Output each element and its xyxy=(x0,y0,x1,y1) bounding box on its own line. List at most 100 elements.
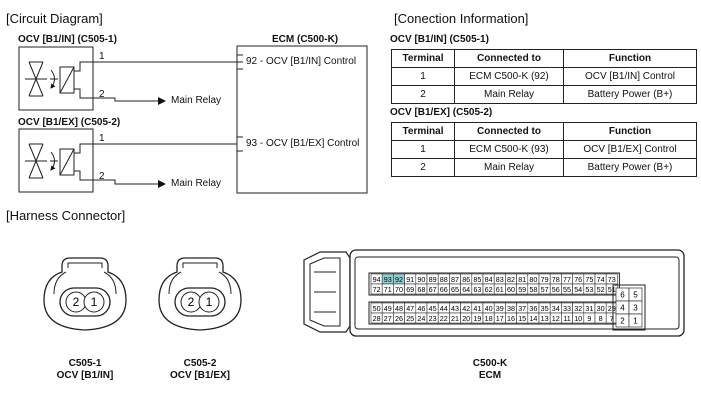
ecm-pin-label: 11 xyxy=(563,314,570,323)
ecm-pin-label: 84 xyxy=(485,275,493,284)
cell-function: OCV [B1/IN] Control xyxy=(563,67,697,86)
ecm-pin-label: 18 xyxy=(485,314,493,323)
ecm-pin-label: 50 xyxy=(373,304,381,313)
ecm-pin-label: 87 xyxy=(451,275,459,284)
ecm-pin-label: 21 xyxy=(451,314,459,323)
c505-1-code: C505-1 xyxy=(68,358,102,369)
ecm-pin-label: 74 xyxy=(597,275,605,284)
header-function: Function xyxy=(563,122,697,141)
table-row: 1 ECM C500-K (92) OCV [B1/IN] Control xyxy=(391,67,697,86)
connection-section-title: [Conection Information] xyxy=(394,11,529,26)
c500-k-caption: C500-K ECM xyxy=(440,358,540,382)
ecm-pin92-label: 92 - OCV [B1/IN] Control xyxy=(246,56,357,67)
header-terminal: Terminal xyxy=(391,49,455,68)
ecm-pin-label: 44 xyxy=(440,304,448,313)
table-header-row: Terminal Connected to Function xyxy=(391,122,697,141)
c500-k-name: ECM xyxy=(478,370,502,381)
cell-function: Battery Power (B+) xyxy=(563,85,697,104)
ecm-pin-label: 20 xyxy=(462,314,470,323)
ecm-pin-label: 83 xyxy=(496,275,504,284)
ecm-pin-label: 93 xyxy=(384,275,392,284)
ecm-pin-label: 29 xyxy=(608,304,616,313)
ecm-pin-label: 39 xyxy=(496,304,504,313)
header-function: Function xyxy=(563,49,697,68)
ecm-side-pin-label: 1 xyxy=(633,317,638,326)
c505-2-caption: C505-2 OCV [B1/EX] xyxy=(150,358,250,382)
ecm-pin-label: 86 xyxy=(462,275,470,284)
ecm-pin-label: 91 xyxy=(406,275,414,284)
ecm-pin-label: 67 xyxy=(429,285,437,294)
c505-1-caption: C505-1 OCV [B1/IN] xyxy=(35,358,135,382)
connection-in-title: OCV [B1/IN] (C505-1) xyxy=(390,34,489,45)
ecm-pin-label: 79 xyxy=(541,275,549,284)
c505-1-name: OCV [B1/IN] xyxy=(56,370,114,381)
connection-ex-table: Terminal Connected to Function 1 ECM C50… xyxy=(391,122,697,177)
ex-pin2-label: 2 xyxy=(99,171,105,182)
ecm-pin-label: 56 xyxy=(552,285,560,294)
ecm-pin-label: 78 xyxy=(552,275,560,284)
ecm-pin-label: 23 xyxy=(429,314,437,323)
ecm-pin-label: 34 xyxy=(552,304,560,313)
ecm-pin-label: 66 xyxy=(440,285,448,294)
ecm-pin-label: 94 xyxy=(373,275,381,284)
ocv-ex-solenoid-symbol xyxy=(18,128,94,193)
ecm-side-pin-label: 2 xyxy=(620,317,625,326)
ecm-pin-label: 64 xyxy=(462,285,470,294)
ecm-pin-label: 40 xyxy=(485,304,493,313)
c505-2-pin-1: 1 xyxy=(206,295,213,309)
cell-connected-to: Main Relay xyxy=(454,85,564,104)
c505-1-connector: 2 1 xyxy=(43,257,127,331)
ecm-pin-label: 46 xyxy=(417,304,425,313)
ecm-pin-label: 71 xyxy=(384,285,392,294)
ecm-pin-label: 38 xyxy=(507,304,515,313)
cell-terminal: 2 xyxy=(391,85,455,104)
ex-pin1-label: 1 xyxy=(99,133,105,144)
ecm-pin-label: 58 xyxy=(529,285,537,294)
ecm-title: ECM (C500-K) xyxy=(272,34,339,45)
ecm-pin-label: 36 xyxy=(529,304,537,313)
ecm-pin-label: 51 xyxy=(608,285,616,294)
cell-connected-to: ECM C500-K (92) xyxy=(454,67,564,86)
ecm-pin-label: 65 xyxy=(451,285,459,294)
header-terminal: Terminal xyxy=(391,122,455,141)
table-row: 2 Main Relay Battery Power (B+) xyxy=(391,158,697,177)
ecm-pin-label: 81 xyxy=(518,275,526,284)
ecm-pin-label: 82 xyxy=(507,275,515,284)
ecm-pin-label: 60 xyxy=(507,285,515,294)
ecm-pin-label: 72 xyxy=(373,285,381,294)
circuit-section-title: [Circuit Diagram] xyxy=(6,11,103,26)
ecm-side-pin-cell xyxy=(628,313,643,328)
in-pin1-label: 1 xyxy=(99,51,105,62)
ecm-pin-label: 49 xyxy=(384,304,392,313)
wire-ex-pin2 xyxy=(93,179,166,188)
ecm-pin-label: 62 xyxy=(485,285,493,294)
ecm-pin-label: 89 xyxy=(429,275,437,284)
ecm-pin-label: 32 xyxy=(574,304,582,313)
ecm-pin-label: 53 xyxy=(585,285,593,294)
ecm-pin-label: 7 xyxy=(610,314,614,323)
ecm-side-pin-label: 5 xyxy=(633,291,638,300)
ecm-pin-label: 68 xyxy=(417,285,425,294)
cell-connected-to: Main Relay xyxy=(454,158,564,177)
ecm-pin-label: 80 xyxy=(529,275,537,284)
ecm-pin-label: 14 xyxy=(529,314,537,323)
table-row: 1 ECM C500-K (93) OCV [B1/EX] Control xyxy=(391,140,697,159)
cell-function: Battery Power (B+) xyxy=(563,158,697,177)
ecm-pin-label: 10 xyxy=(574,314,582,323)
ecm-side-pin-label: 6 xyxy=(620,291,625,300)
in-main-relay-label: Main Relay xyxy=(171,95,222,106)
c505-2-name: OCV [B1/EX] xyxy=(169,370,230,381)
ecm-pin-label: 35 xyxy=(541,304,549,313)
ecm-pin-label: 16 xyxy=(507,314,515,323)
ecm-pin-label: 25 xyxy=(406,314,414,323)
ocv-ex-title: OCV [B1/EX] (C505-2) xyxy=(18,117,121,128)
harness-section-title: [Harness Connector] xyxy=(6,208,126,223)
ecm-pin93-label: 93 - OCV [B1/EX] Control xyxy=(246,138,360,149)
ecm-pin-label: 33 xyxy=(563,304,571,313)
ecm-pin-label: 24 xyxy=(417,314,425,323)
ecm-pin-label: 55 xyxy=(563,285,571,294)
